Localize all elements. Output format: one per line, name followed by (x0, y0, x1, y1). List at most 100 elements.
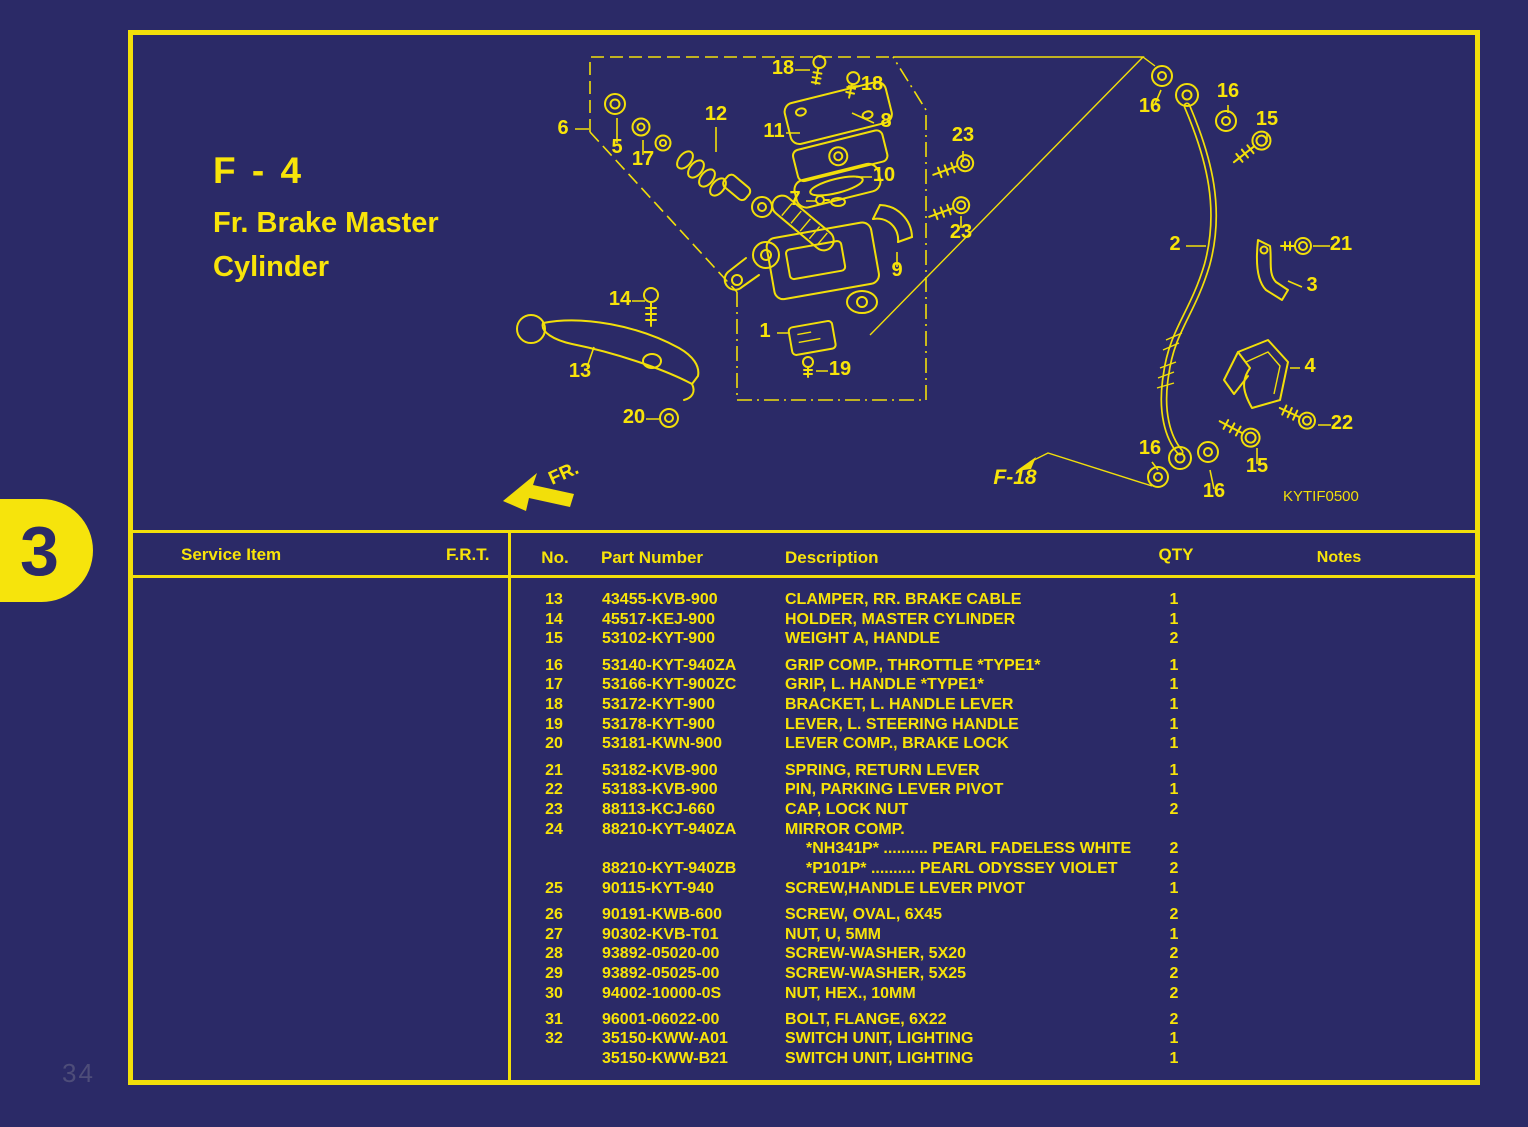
cell-qty: 1 (1169, 715, 1179, 733)
cell-part-number: 93892-05020-00 (602, 945, 720, 963)
header-service-item: Service Item (181, 545, 282, 564)
cell-part-number: 45517-KEJ-900 (602, 610, 715, 628)
cell-no: 27 (545, 925, 563, 943)
cell-part-number: 53183-KVB-900 (602, 781, 718, 799)
diagram-callout-2: 2 (1169, 233, 1180, 255)
cell-qty: 1 (1169, 610, 1179, 628)
master-cylinder-body (723, 221, 880, 314)
cell-description: SCREW-WASHER, 5X20 (785, 945, 967, 963)
diagram-callout-11: 11 (763, 120, 784, 142)
table-row: *NH341P* .......... PEARL FADELESS WHITE… (508, 839, 1480, 859)
cell-part-number: 90302-KVB-T01 (602, 925, 719, 943)
diagram-callout-16: 16 (1139, 437, 1161, 459)
cell-no: 21 (545, 761, 563, 779)
cell-qty: 1 (1169, 676, 1179, 694)
title-block: F - 4 Fr. Brake Master Cylinder (213, 150, 439, 284)
table-header-bottom-line (128, 575, 1480, 578)
cell-no: 14 (545, 610, 563, 628)
screw-18b (845, 71, 861, 99)
diagram-callout-19: 19 (829, 358, 851, 380)
cell-description: SCREW-WASHER, 5X25 (785, 964, 967, 982)
cell-qty: 2 (1169, 800, 1179, 818)
screw-23b (928, 196, 971, 221)
diagram-callout-22: 22 (1331, 412, 1353, 434)
cell-description: NUT, U, 5MM (785, 925, 881, 943)
cell-no: 30 (545, 984, 563, 1002)
cell-qty: 2 (1169, 905, 1179, 923)
brake-hose-assembly (1147, 65, 1272, 488)
header-notes: Notes (1316, 549, 1362, 566)
diagram-callout-1: 1 (759, 320, 770, 342)
connector-line (1142, 56, 1156, 67)
section-tab-number: 3 (20, 511, 59, 590)
pivot-nut-20 (659, 408, 679, 428)
cell-part-number: 94002-10000-0S (602, 984, 722, 1002)
header-part-number: Part Number (601, 548, 704, 567)
cell-qty: 2 (1169, 840, 1179, 858)
cell-description: PIN, PARKING LEVER PIVOT (785, 781, 1004, 799)
cell-qty: 2 (1169, 984, 1179, 1002)
cell-qty: 2 (1169, 630, 1179, 648)
cell-part-number: 53166-KYT-900ZC (602, 676, 737, 694)
cell-qty: 1 (1169, 735, 1179, 753)
cell-no: 31 (545, 1010, 563, 1028)
dashed-boundary (589, 56, 893, 132)
header-frt: F.R.T. (446, 545, 490, 564)
figure-title-line1: Fr. Brake Master (213, 207, 439, 239)
cell-no: 18 (545, 695, 563, 713)
cell-description: LEVER COMP., BRAKE LOCK (785, 735, 1009, 753)
diagram-callout-6: 6 (557, 117, 568, 139)
cell-description: SWITCH UNIT, LIGHTING (785, 1050, 974, 1068)
table-row: 88210-KYT-940ZB*P101P* .......... PEARL … (508, 859, 1480, 879)
cell-qty: 2 (1169, 859, 1179, 877)
figure-title-line2: Cylinder (213, 251, 330, 283)
cell-no: 22 (545, 781, 563, 799)
diagram-callout-5: 5 (611, 136, 622, 158)
cell-description: GRIP COMP., THROTTLE *TYPE1* (785, 656, 1041, 674)
diagram-callout-10: 10 (873, 164, 895, 186)
cell-part-number: 53102-KYT-900 (602, 630, 715, 648)
f18-label: F-18 (993, 466, 1037, 489)
cell-part-number: 35150-KWW-A01 (602, 1030, 728, 1048)
diagram-callout-14: 14 (609, 288, 632, 310)
cell-no: 19 (545, 715, 563, 733)
cell-description: BOLT, FLANGE, 6X22 (785, 1010, 947, 1028)
cell-description: GRIP, L. HANDLE *TYPE1* (785, 676, 984, 694)
diagram-callout-13: 13 (569, 360, 591, 382)
cell-qty: 1 (1169, 781, 1179, 799)
cell-no: 13 (545, 591, 563, 608)
cell-no: 16 (545, 656, 563, 674)
cell-part-number: 53181-KWN-900 (602, 735, 723, 753)
cell-no: 24 (545, 820, 563, 838)
table-top-line (128, 530, 1480, 533)
diagram-callout-9: 9 (891, 259, 902, 281)
bolt-22 (1278, 404, 1316, 430)
diagram-image-code: KYTIF0500 (1283, 488, 1359, 505)
clamp-4 (1223, 339, 1289, 409)
diagram-callout-20: 20 (623, 406, 645, 428)
diagram-callout-17: 17 (632, 148, 654, 170)
cell-qty: 1 (1169, 591, 1179, 608)
header-qty: QTY (1158, 545, 1194, 564)
cell-description: CLAMPER, RR. BRAKE CABLE (785, 591, 1022, 608)
cell-description: WEIGHT A, HANDLE (785, 630, 940, 648)
screw-23a (932, 154, 975, 179)
diagram-callout-23: 23 (950, 221, 972, 243)
header-description: Description (785, 548, 879, 567)
cell-qty: 1 (1169, 656, 1179, 674)
cell-part-number: 53140-KYT-940ZA (602, 656, 737, 674)
diagram-callout-16: 16 (1139, 95, 1161, 117)
cell-description: SCREW,HANDLE LEVER PIVOT (785, 879, 1026, 897)
